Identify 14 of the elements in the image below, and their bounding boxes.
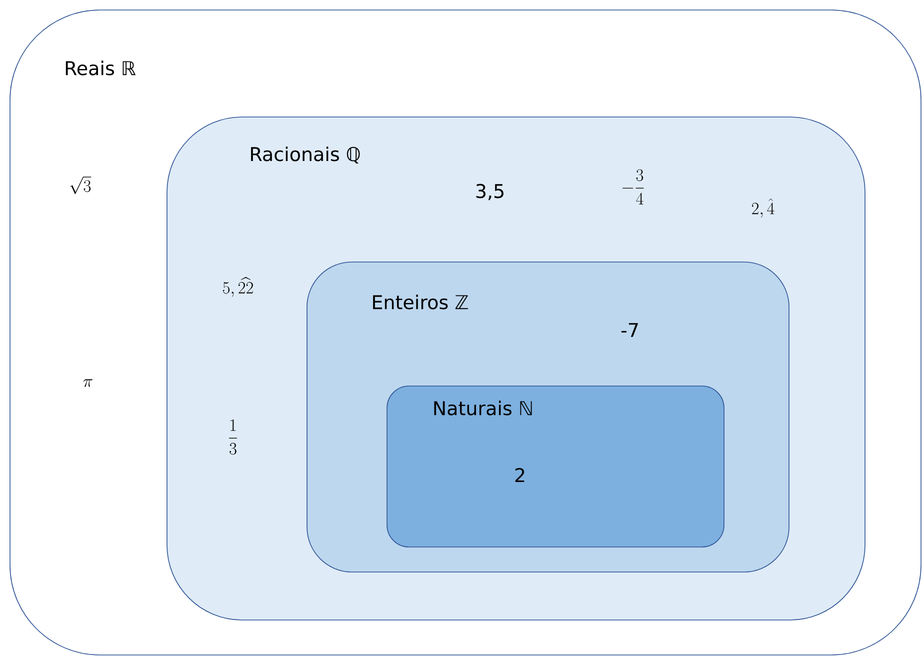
number-label: $\pi$: [83, 379, 92, 387]
set-label: Reais ℝ: [66, 60, 136, 76]
number-label: $-\frac{3}{4}$: [622, 169, 644, 204]
set-label: Racionais ℚ: [251, 146, 360, 164]
number-label: $\frac{1}{3}$: [229, 419, 237, 455]
number-label: 2: [515, 468, 524, 482]
set-box: [386, 386, 724, 548]
number-label: 3,5: [476, 184, 504, 200]
set-label: Naturais ℕ: [434, 400, 532, 416]
number-label: $\sqrt{3}$: [70, 176, 92, 194]
number-label: $5,\widehat{22}$: [223, 276, 253, 297]
number-label: -7: [621, 323, 638, 337]
set-label: Enteiros ℤ: [373, 294, 468, 310]
number-label: $2,\hat{4}$: [752, 198, 774, 218]
